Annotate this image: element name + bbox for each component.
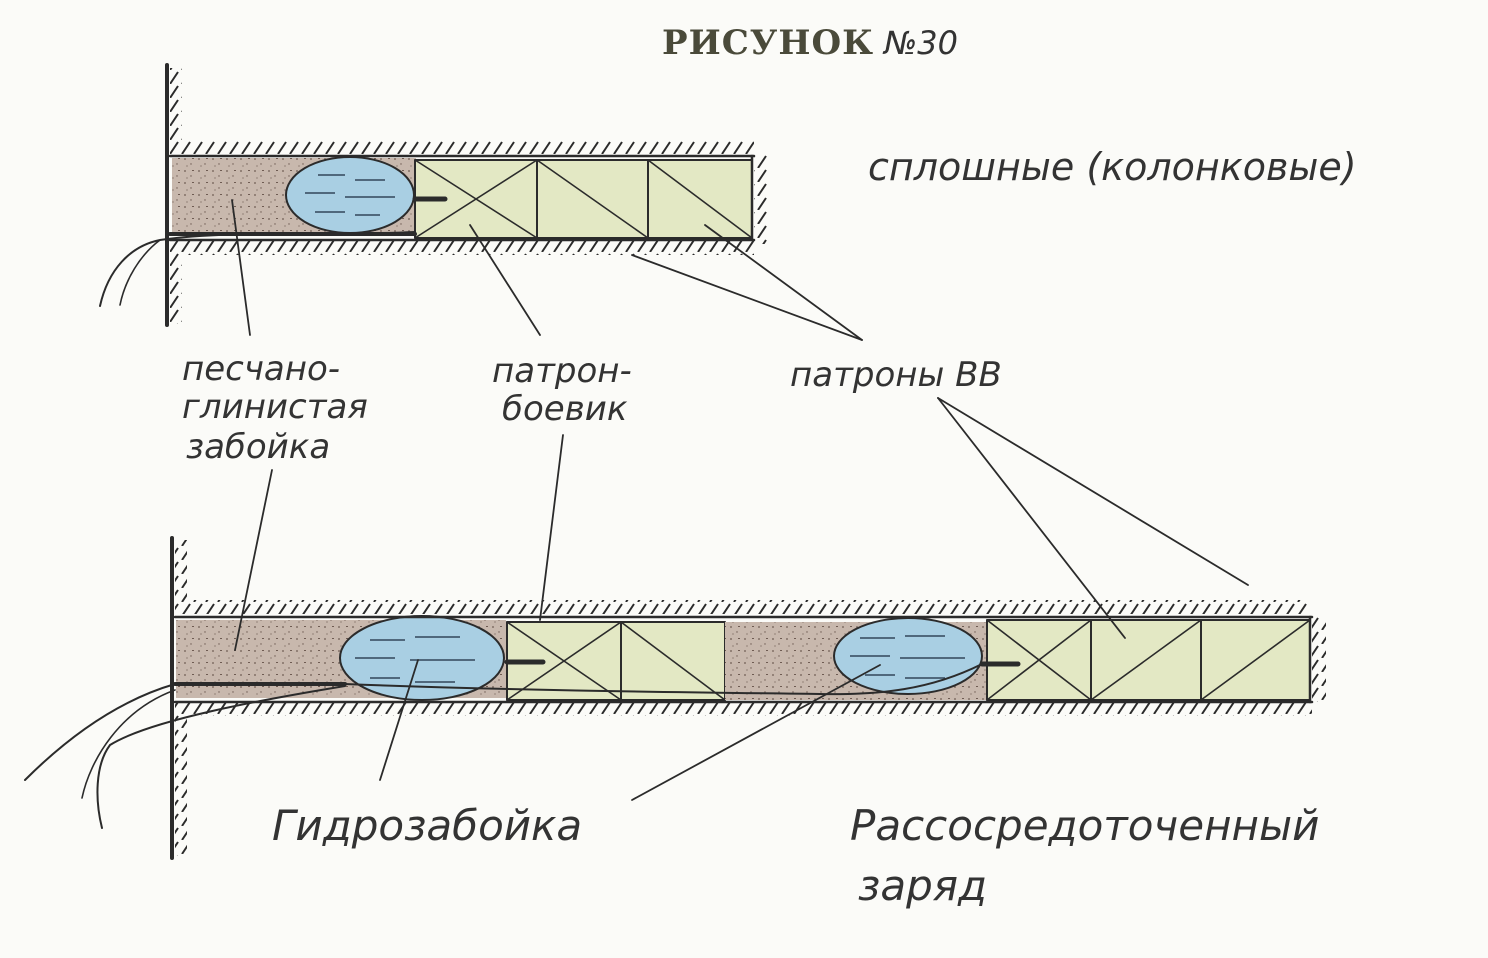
- bottom-lead-wire-3: [96, 685, 346, 829]
- water-stemming-label: Гидрозабойка: [272, 801, 582, 850]
- top-hole-hatch-end: [754, 154, 768, 244]
- clay-stemming-label-3: забойка: [186, 427, 330, 467]
- bottom-explosive-fill-2: [987, 620, 1310, 700]
- bottom-hole-hatch-lower: [187, 702, 1312, 716]
- top-water-strokes: [305, 174, 395, 216]
- figure-title: РИСУНОК: [662, 23, 874, 63]
- clay-stemming-label-2: глинистая: [182, 387, 368, 427]
- primer-label-1: патрон-: [492, 351, 632, 391]
- clay-stemming-label-1: песчано-: [182, 349, 340, 389]
- decked-charge-caption-1: Рассосредоточенный: [850, 801, 1319, 850]
- decked-charge-caption-2: заряд: [858, 861, 987, 910]
- bottom-wall-hatch-lower: [175, 702, 187, 856]
- bottom-lead-wire-2: [81, 689, 176, 799]
- continuous-charge-drawing: [99, 63, 768, 327]
- bottom-lead-wire-inner: [344, 663, 983, 696]
- bottom-lead-wire-1: [24, 683, 176, 781]
- decked-charge-drawing: [24, 536, 1326, 860]
- continuous-charge-caption: сплошные (колонковые): [868, 145, 1357, 189]
- top-hole-hatch-lower: [182, 241, 754, 255]
- primer-label-2: боевик: [502, 389, 628, 429]
- top-wall-hatch-upper: [170, 68, 182, 154]
- top-water-bag: [285, 156, 415, 234]
- top-wall-hatch-lower: [170, 240, 182, 324]
- cartridges-label: патроны ВВ: [790, 355, 1002, 395]
- top-hole-hatch-upper: [182, 140, 754, 154]
- bottom-water-strokes-2: [850, 635, 965, 679]
- bottom-hole-hatch-upper: [187, 600, 1309, 614]
- bottom-wall-hatch-upper: [175, 540, 187, 614]
- leader-lines: [231, 199, 1249, 801]
- bottom-water-strokes-1: [355, 636, 475, 683]
- figure-number: №30: [882, 24, 958, 62]
- top-explosive-fill: [415, 160, 752, 238]
- bottom-hole-hatch-end: [1312, 616, 1326, 702]
